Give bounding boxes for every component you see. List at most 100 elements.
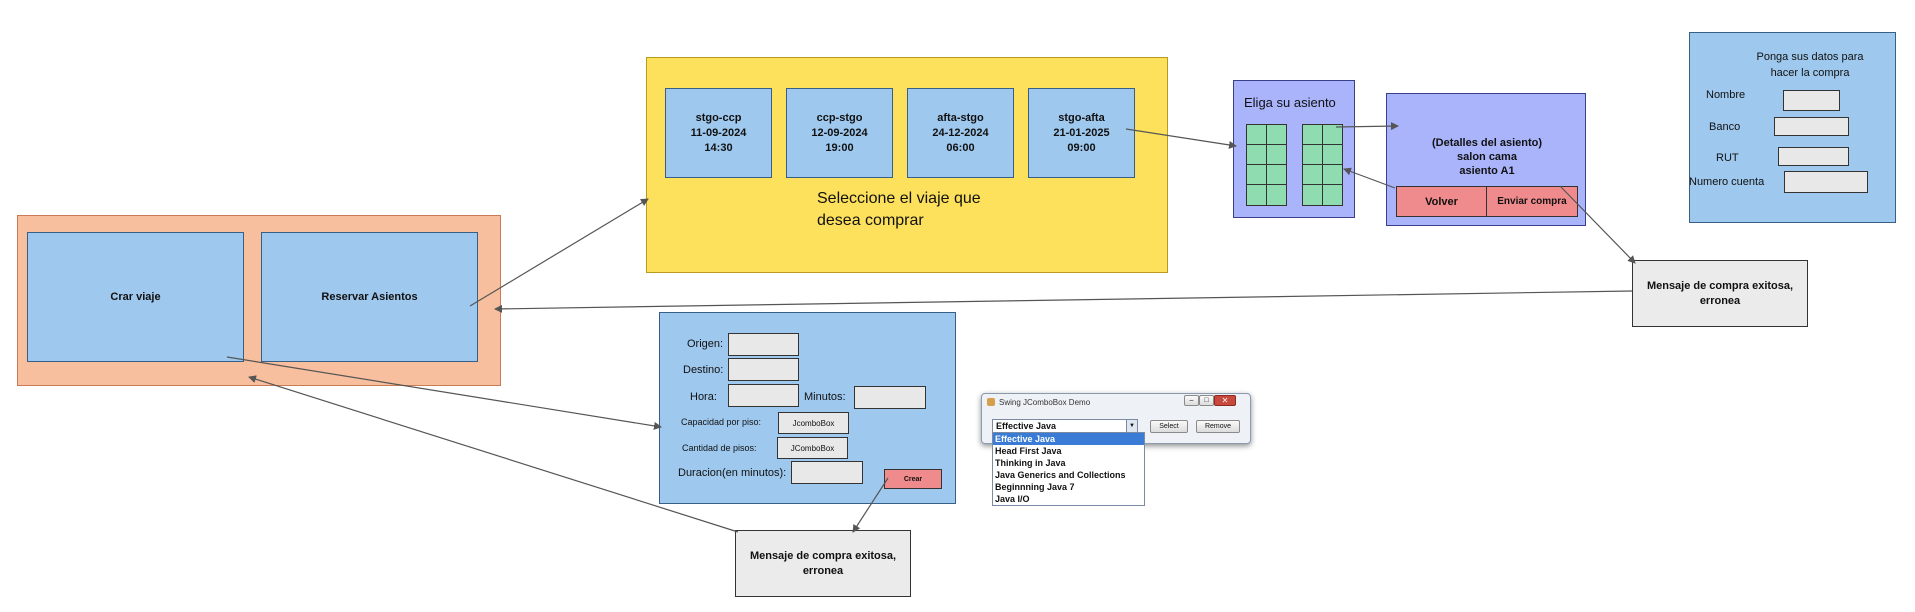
prompt-line-2: desea comprar (817, 212, 924, 229)
create-message-line-1: Mensaje de compra exitosa, (749, 549, 897, 562)
minutes-label: Minutos: (804, 391, 846, 403)
capacity-label: Capacidad por piso: (681, 417, 762, 427)
create-button[interactable]: Crear (884, 469, 942, 489)
seat[interactable] (1322, 124, 1343, 145)
main-menu-panel: Crar viaje Reservar Asientos (17, 215, 501, 386)
trip-route: ccp-stgo (816, 111, 863, 124)
bank-field[interactable] (1774, 117, 1849, 136)
floors-combobox[interactable]: JComboBox (777, 437, 848, 459)
seat[interactable] (1322, 144, 1343, 165)
seat-select-panel: Eliga su asiento (1233, 80, 1355, 218)
trip-date: 21-01-2025 (1053, 126, 1110, 139)
duration-field[interactable] (791, 461, 863, 484)
remove-button[interactable]: Remove (1196, 420, 1240, 433)
select-label: Select (1159, 423, 1179, 430)
send-purchase-label: Enviar compra (1497, 196, 1567, 207)
seat[interactable] (1266, 144, 1287, 165)
trip-route: afta-stgo (937, 111, 984, 124)
reserve-seats-label: Reservar Asientos (321, 291, 418, 303)
trip-card[interactable]: stgo-ccp 11-09-2024 14:30 (665, 88, 772, 178)
close-icon: ✕ (1221, 396, 1229, 405)
trip-card[interactable]: ccp-stgo 12-09-2024 19:00 (786, 88, 893, 178)
trip-route: stgo-afta (1058, 111, 1105, 124)
dropdown-option[interactable]: Thinking in Java (995, 458, 1066, 468)
bank-label: Banco (1709, 121, 1741, 133)
maximize-icon: □ (1204, 397, 1209, 404)
trip-select-prompt: Seleccione el viaje que desea comprar (817, 188, 981, 232)
seat[interactable] (1246, 124, 1267, 145)
seat[interactable] (1266, 164, 1287, 185)
destination-field[interactable] (728, 358, 799, 381)
seat-details-text: (Detalles del asiento) salon cama asient… (1387, 136, 1587, 178)
seat[interactable] (1322, 164, 1343, 185)
purchase-message-box: Mensaje de compra exitosa, erronea (1632, 260, 1808, 327)
purchase-form-title-line-2: hacer la compra (1770, 67, 1850, 79)
seat[interactable] (1246, 184, 1267, 206)
trip-time: 14:30 (704, 141, 733, 154)
trip-date: 24-12-2024 (932, 126, 989, 139)
minimize-button[interactable]: – (1184, 395, 1199, 406)
trip-card[interactable]: stgo-afta 21-01-2025 09:00 (1028, 88, 1135, 178)
account-field[interactable] (1784, 171, 1868, 193)
seat[interactable] (1302, 164, 1323, 185)
window-title: Swing JComboBox Demo (999, 398, 1091, 407)
floors-combobox-text: JComboBox (790, 443, 835, 453)
maximize-button[interactable]: □ (1199, 395, 1214, 406)
dropdown-option[interactable]: Head First Java (995, 446, 1062, 456)
prompt-line-1: Seleccione el viaje que (817, 190, 981, 207)
name-label: Nombre (1706, 89, 1746, 101)
trip-select-panel: stgo-ccp 11-09-2024 14:30 ccp-stgo 12-09… (646, 57, 1168, 273)
arrow-message-to-menu (494, 290, 1633, 313)
trip-date: 12-09-2024 (811, 126, 868, 139)
close-button[interactable]: ✕ (1214, 395, 1236, 406)
dropdown-option[interactable]: Effective Java (993, 433, 1144, 445)
seat[interactable] (1302, 144, 1323, 165)
seat[interactable] (1302, 124, 1323, 145)
seat-select-title: Eliga su asiento (1244, 95, 1336, 110)
dropdown-option[interactable]: Java I/O (995, 494, 1030, 504)
create-trip-button[interactable]: Crar viaje (27, 232, 244, 362)
duration-label: Duracion(en minutos): (678, 467, 787, 479)
seat[interactable] (1246, 164, 1267, 185)
book-combobox[interactable]: Effective Java ▼ (992, 419, 1138, 433)
dropdown-option[interactable]: Beginnning Java 7 (995, 482, 1075, 492)
trip-time: 09:00 (1067, 141, 1096, 154)
purchase-form-title: Ponga sus datos para hacer la compra (1740, 49, 1880, 81)
trip-time: 06:00 (946, 141, 975, 154)
seat-details-line-3: asiento A1 (1459, 165, 1515, 177)
seat-details-line-1: (Detalles del asiento) (1431, 137, 1543, 149)
create-message-line-2: erronea (802, 564, 844, 577)
seat[interactable] (1302, 184, 1323, 206)
java-icon (987, 398, 995, 406)
purchase-message-line-2: erronea (1699, 294, 1741, 307)
origin-field[interactable] (728, 333, 799, 356)
back-button[interactable]: Volver (1396, 186, 1487, 217)
origin-label: Origen: (687, 338, 724, 350)
dropdown-option[interactable]: Java Generics and Collections (995, 470, 1126, 480)
swing-demo-window: Swing JComboBox Demo – □ ✕ Effective Jav… (981, 393, 1251, 444)
chevron-down-icon[interactable]: ▼ (1126, 420, 1137, 432)
purchase-form-title-line-1: Ponga sus datos para (1756, 51, 1864, 63)
create-trip-label: Crar viaje (110, 291, 161, 303)
seat[interactable] (1266, 124, 1287, 145)
account-label: Numero cuenta (1689, 176, 1765, 188)
destination-label: Destino: (683, 364, 724, 376)
seat[interactable] (1266, 184, 1287, 206)
trip-card[interactable]: afta-stgo 24-12-2024 06:00 (907, 88, 1014, 178)
seat[interactable] (1322, 184, 1343, 206)
select-button[interactable]: Select (1150, 420, 1188, 433)
remove-label: Remove (1204, 423, 1232, 430)
seat[interactable] (1246, 144, 1267, 165)
purchase-form-panel: Ponga sus datos para hacer la compra Nom… (1689, 32, 1896, 223)
hour-label: Hora: (690, 391, 717, 403)
reserve-seats-button[interactable]: Reservar Asientos (261, 232, 478, 362)
minutes-field[interactable] (854, 386, 926, 409)
send-purchase-button[interactable]: Enviar compra (1486, 186, 1578, 217)
rut-field[interactable] (1778, 147, 1849, 166)
hour-field[interactable] (728, 384, 799, 407)
rut-label: RUT (1716, 152, 1739, 164)
purchase-message-line-1: Mensaje de compra exitosa, (1646, 279, 1794, 292)
book-dropdown-list: Effective Java Head First Java Thinking … (992, 432, 1145, 506)
capacity-combobox[interactable]: JcomboBox (778, 412, 849, 434)
name-field[interactable] (1783, 90, 1840, 111)
